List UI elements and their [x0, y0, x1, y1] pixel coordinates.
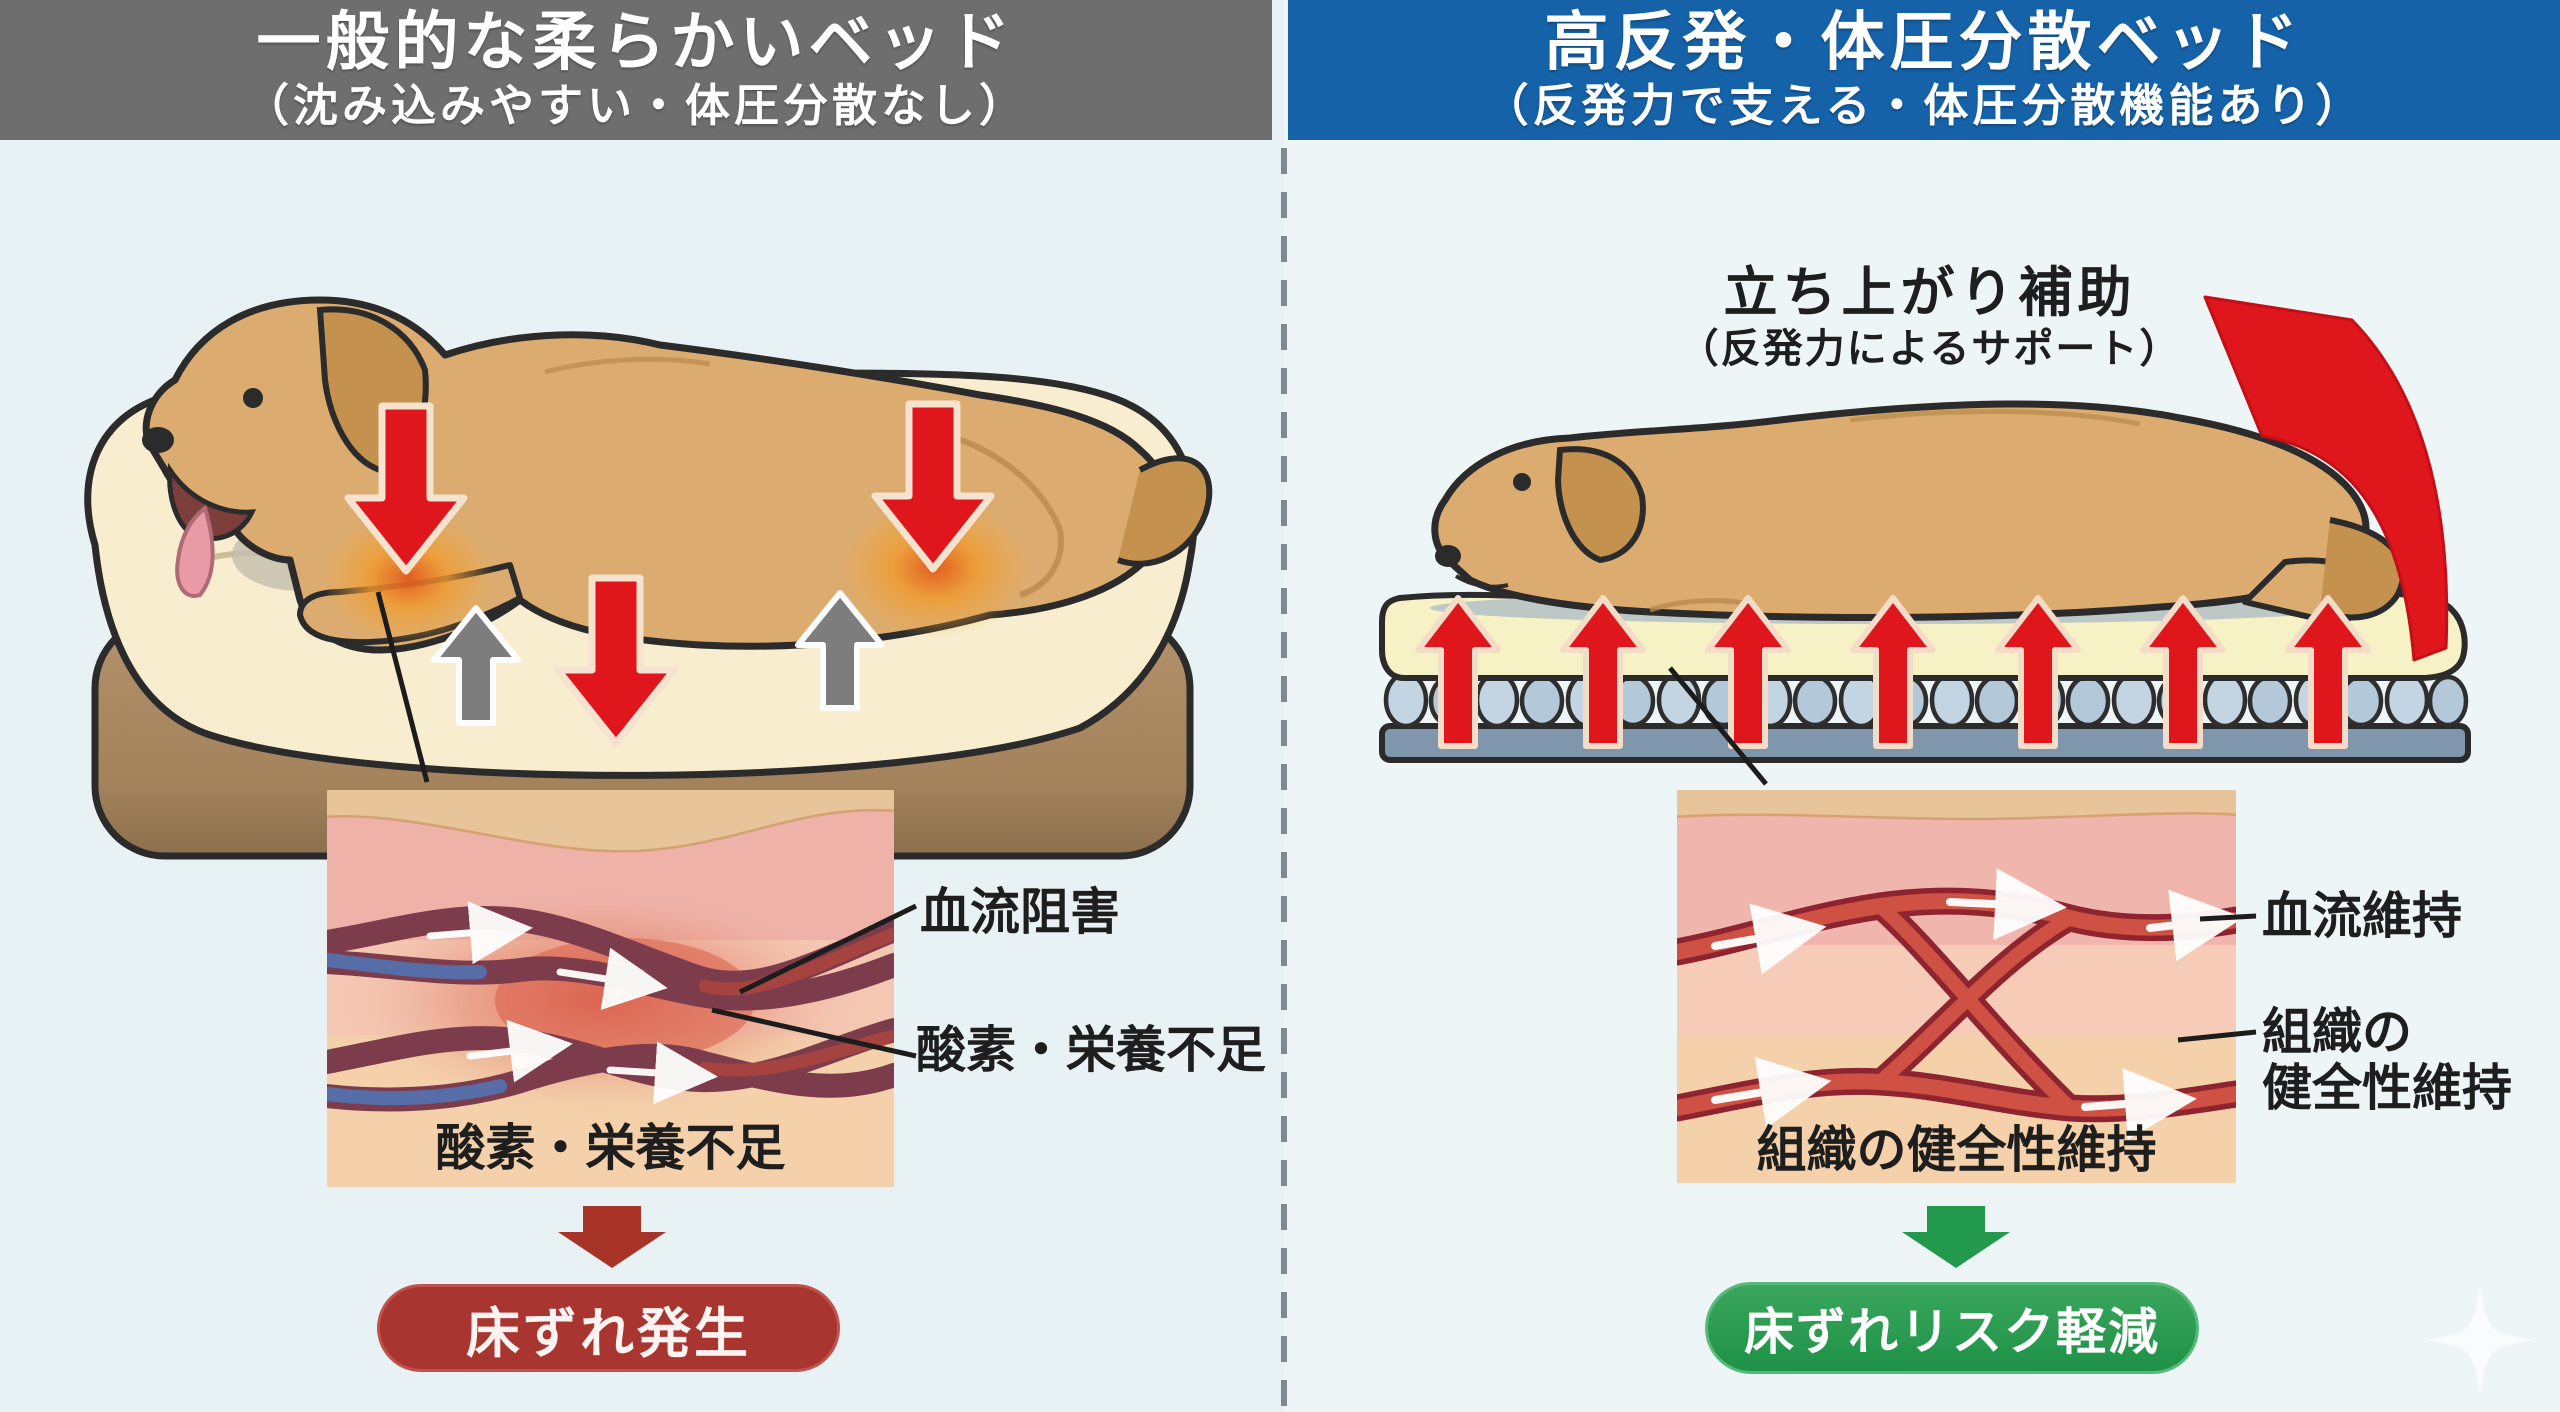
leader-line	[2199, 913, 2257, 922]
right-dog-illustration	[1431, 400, 2406, 624]
right-header-subtitle: （反発力で支える・体圧分散機能あり）	[1483, 80, 2365, 131]
left-tissue-caption: 酸素・栄養不足	[435, 1120, 786, 1176]
left-panel-header: 一般的な柔らかいベッド （沈み込みやすい・体圧分散なし）	[0, 0, 1272, 140]
right-tissue-cross-section	[1677, 790, 2257, 1183]
left-header-subtitle: （沈み込みやすい・体圧分散なし）	[243, 80, 1028, 131]
leader-line	[2177, 1029, 2257, 1043]
leader-line	[711, 1007, 917, 1059]
pressure-point-glow	[322, 512, 494, 644]
lift-assist-label-line1: 立ち上がり補助	[1723, 263, 2137, 323]
right-label-tissue-line2: 健全性維持	[2262, 1060, 2512, 1116]
right-label-tissue: 組織の 健全性維持	[2262, 1004, 2512, 1116]
right-header-title: 高反発・体圧分散ベッド	[1544, 6, 2304, 78]
lift-assist-label: 立ち上がり補助 （反発力によるサポート）	[1630, 262, 2230, 374]
left-label-oxygen: 酸素・栄養不足	[916, 1022, 1266, 1078]
leader-line	[1668, 666, 1768, 786]
left-label-blood-flow: 血流阻害	[920, 884, 1120, 940]
right-label-blood-flow: 血流維持	[2262, 888, 2462, 944]
right-label-tissue-line1: 組織の	[2262, 1004, 2412, 1060]
leader-line	[738, 903, 918, 995]
left-tissue-cross-section	[327, 790, 918, 1187]
lift-assist-arrow-icon	[2203, 295, 2449, 662]
left-header-title: 一般的な柔らかいベッド	[256, 6, 1016, 78]
leader-line	[375, 591, 430, 783]
bedsore-risk-reduced-badge: 床ずれリスク軽減	[1705, 1282, 2199, 1374]
blood-vessel-healthy	[1677, 868, 2236, 1140]
blood-vessel-compressed	[327, 901, 894, 1112]
result-down-arrow-icon	[1902, 1206, 2010, 1268]
lift-assist-label-line2: （反発力によるサポート）	[1678, 327, 2182, 371]
bedsore-occurs-badge: 床ずれ発生	[377, 1284, 840, 1372]
right-panel-header: 高反発・体圧分散ベッド （反発力で支える・体圧分散機能あり）	[1288, 0, 2560, 140]
result-down-arrow-icon	[558, 1206, 666, 1268]
right-tissue-caption: 組織の健全性維持	[1756, 1122, 2157, 1178]
sparkle-icon	[2425, 1285, 2535, 1395]
